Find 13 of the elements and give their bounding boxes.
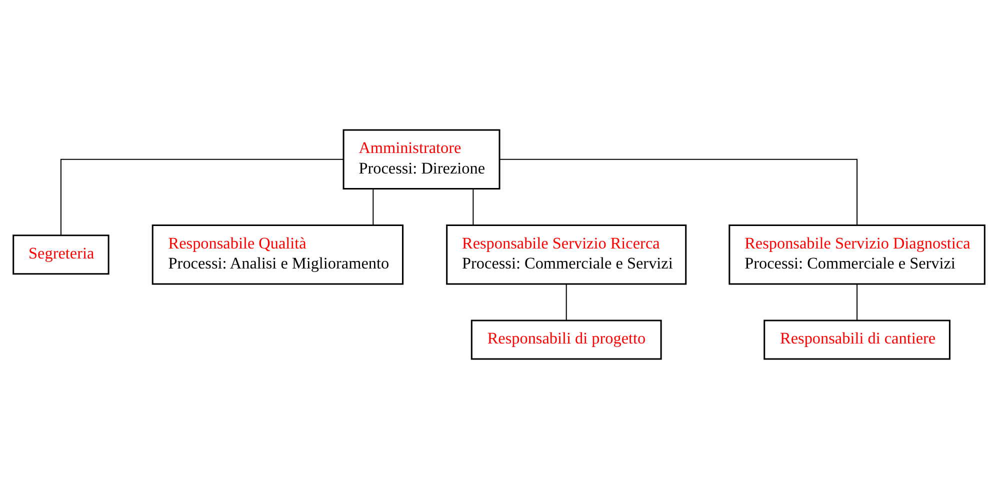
node-box: Responsabili di cantiere <box>764 319 950 360</box>
node-box: Responsabile Servizio Diagnostica Processi: Commerciale e Servizi <box>728 224 986 284</box>
connector <box>372 188 374 225</box>
node-box: Amministratore Processi: Direzione <box>342 128 500 190</box>
connector <box>566 284 567 320</box>
connector <box>500 158 858 225</box>
connector <box>60 158 344 235</box>
node-box: Responsabile Qualità Processi: Analisi e Miglioramento <box>152 224 404 284</box>
connector <box>472 188 474 225</box>
node-box: Segreteria <box>12 234 110 274</box>
connector <box>856 284 858 320</box>
node-box: Responsabile Servizio Ricerca Processi: Commerciale e Servizi <box>446 224 687 284</box>
node-box: Responsabili di progetto <box>470 319 662 360</box>
